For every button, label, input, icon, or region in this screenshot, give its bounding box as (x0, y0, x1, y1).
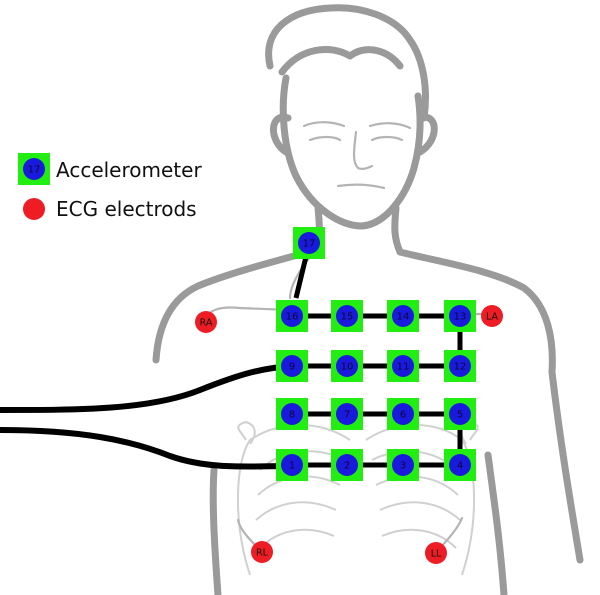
ecg-electrode-ll: LL (425, 542, 447, 564)
ecg-electrodes: RA LA RL LL (195, 305, 503, 564)
accelerometer-12: 12 (444, 350, 476, 382)
accelerometer-10: 10 (331, 350, 363, 382)
grid-connectors (292, 313, 463, 468)
svg-text:8: 8 (289, 410, 295, 421)
svg-text:12: 12 (454, 362, 467, 373)
legend-accelerometer-dot (23, 158, 45, 180)
legend-ecg-label: ECG electrods (56, 197, 197, 221)
accelerometer-3: 3 (387, 449, 419, 481)
accelerometers: 1 2 3 4 8 7 6 (276, 227, 476, 481)
svg-text:RA: RA (200, 318, 213, 329)
svg-text:17: 17 (303, 239, 316, 250)
svg-text:11: 11 (397, 362, 410, 373)
face-features (302, 121, 412, 190)
accelerometer-17: 17 (293, 227, 325, 259)
svg-text:4: 4 (457, 461, 463, 472)
ecg-electrode-rl: RL (251, 541, 273, 563)
svg-text:3: 3 (400, 461, 406, 472)
svg-text:6: 6 (400, 410, 406, 421)
ecg-electrode-ra: RA (195, 311, 217, 333)
accelerometer-9: 9 (276, 350, 308, 382)
svg-text:16: 16 (286, 312, 299, 323)
svg-text:LL: LL (431, 549, 442, 560)
svg-text:LA: LA (486, 312, 499, 323)
accelerometer-13: 13 (444, 300, 476, 332)
accelerometer-6: 6 (387, 398, 419, 430)
accelerometer-8: 8 (276, 398, 308, 430)
svg-text:13: 13 (454, 312, 467, 323)
accelerometer-11: 11 (387, 350, 419, 382)
accelerometer-5: 5 (444, 398, 476, 430)
legend-accelerometer-label: Accelerometer (56, 158, 202, 182)
svg-text:9: 9 (289, 362, 295, 373)
svg-text:RL: RL (256, 548, 269, 559)
accelerometer-4: 4 (444, 449, 476, 481)
accelerometer-14: 14 (387, 300, 419, 332)
legend-accelerometer-icon-label: 17 (28, 165, 41, 176)
svg-text:5: 5 (457, 410, 463, 421)
body-outline (152, 4, 584, 595)
legend-accelerometer: 17 Accelerometer (18, 153, 202, 185)
svg-text:7: 7 (344, 410, 350, 421)
accelerometer-2: 2 (331, 449, 363, 481)
legend-ecg-dot (23, 198, 45, 220)
svg-text:10: 10 (341, 362, 354, 373)
accelerometer-16: 16 (276, 300, 308, 332)
accelerometer-15: 15 (331, 300, 363, 332)
legend-ecg: ECG electrods (23, 197, 197, 221)
legend: 17 Accelerometer ECG electrods (18, 153, 202, 221)
svg-text:2: 2 (344, 461, 350, 472)
svg-text:1: 1 (289, 461, 295, 472)
accelerometer-1: 1 (276, 449, 308, 481)
ecg-electrode-la: LA (481, 305, 503, 327)
accelerometer-7: 7 (331, 398, 363, 430)
svg-text:15: 15 (341, 312, 354, 323)
svg-text:14: 14 (397, 312, 410, 323)
